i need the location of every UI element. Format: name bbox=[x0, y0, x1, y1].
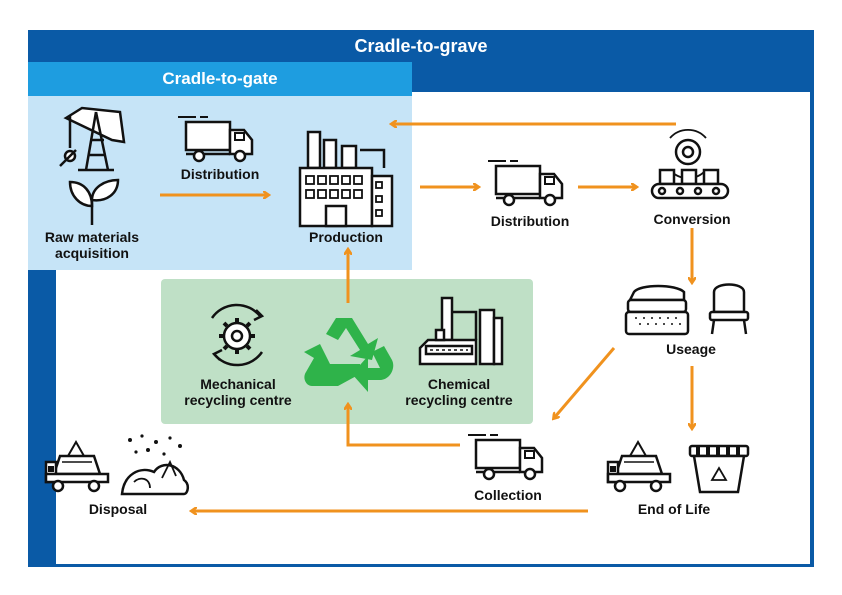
bedding-icon bbox=[624, 284, 690, 336]
node-disposal: Disposal bbox=[68, 501, 168, 517]
factory-icon bbox=[298, 130, 394, 228]
node-end-of-life: End of Life bbox=[624, 501, 724, 517]
collection-label: Collection bbox=[474, 487, 542, 503]
node-raw-materials: Raw materials acquisition bbox=[30, 229, 154, 261]
node-useage: Useage bbox=[646, 341, 736, 357]
production-label: Production bbox=[309, 229, 383, 245]
truck-icon bbox=[486, 159, 564, 207]
node-chemical-recycling: Chemical recycling centre bbox=[392, 376, 526, 408]
arrow-collection-to-recycling bbox=[348, 405, 460, 447]
skip-truck-icon bbox=[606, 440, 672, 493]
truck-icon bbox=[176, 115, 254, 163]
node-collection: Collection bbox=[458, 487, 558, 503]
disposal-label: Disposal bbox=[88, 501, 148, 517]
raw-materials-label: Raw materials acquisition bbox=[44, 229, 140, 261]
chair-icon bbox=[708, 283, 750, 335]
cradle-to-gate-title: Cradle-to-gate bbox=[28, 62, 412, 96]
distribution-label: Distribution bbox=[180, 166, 260, 182]
sprout-icon bbox=[68, 178, 120, 225]
node-mechanical-recycling: Mechanical recycling centre bbox=[168, 376, 308, 408]
node-conversion: Conversion bbox=[642, 211, 742, 227]
end-of-life-label: End of Life bbox=[637, 501, 711, 517]
garbage-pile-icon bbox=[120, 434, 189, 496]
gear-cycle-icon bbox=[210, 303, 265, 367]
distribution-label: Distribution bbox=[490, 213, 570, 229]
chemical-recycling-label: Chemical recycling centre bbox=[405, 376, 513, 408]
chemical-plant-icon bbox=[418, 296, 504, 366]
recycle-icon bbox=[304, 318, 394, 392]
skip-truck-icon bbox=[44, 440, 110, 493]
node-production: Production bbox=[296, 229, 396, 245]
node-distribution-2: Distribution bbox=[480, 213, 580, 229]
truck-icon bbox=[466, 433, 544, 481]
conveyor-icon bbox=[650, 128, 730, 200]
useage-label: Useage bbox=[666, 341, 716, 357]
mechanical-recycling-label: Mechanical recycling centre bbox=[184, 376, 292, 408]
waste-bin-icon bbox=[688, 444, 750, 494]
arrow-useage-to-collection bbox=[554, 347, 616, 418]
cradle-to-grave-title: Cradle-to-grave bbox=[354, 36, 488, 56]
node-distribution-1: Distribution bbox=[170, 166, 270, 182]
conversion-label: Conversion bbox=[653, 211, 731, 227]
oil-pump-icon bbox=[59, 106, 126, 172]
